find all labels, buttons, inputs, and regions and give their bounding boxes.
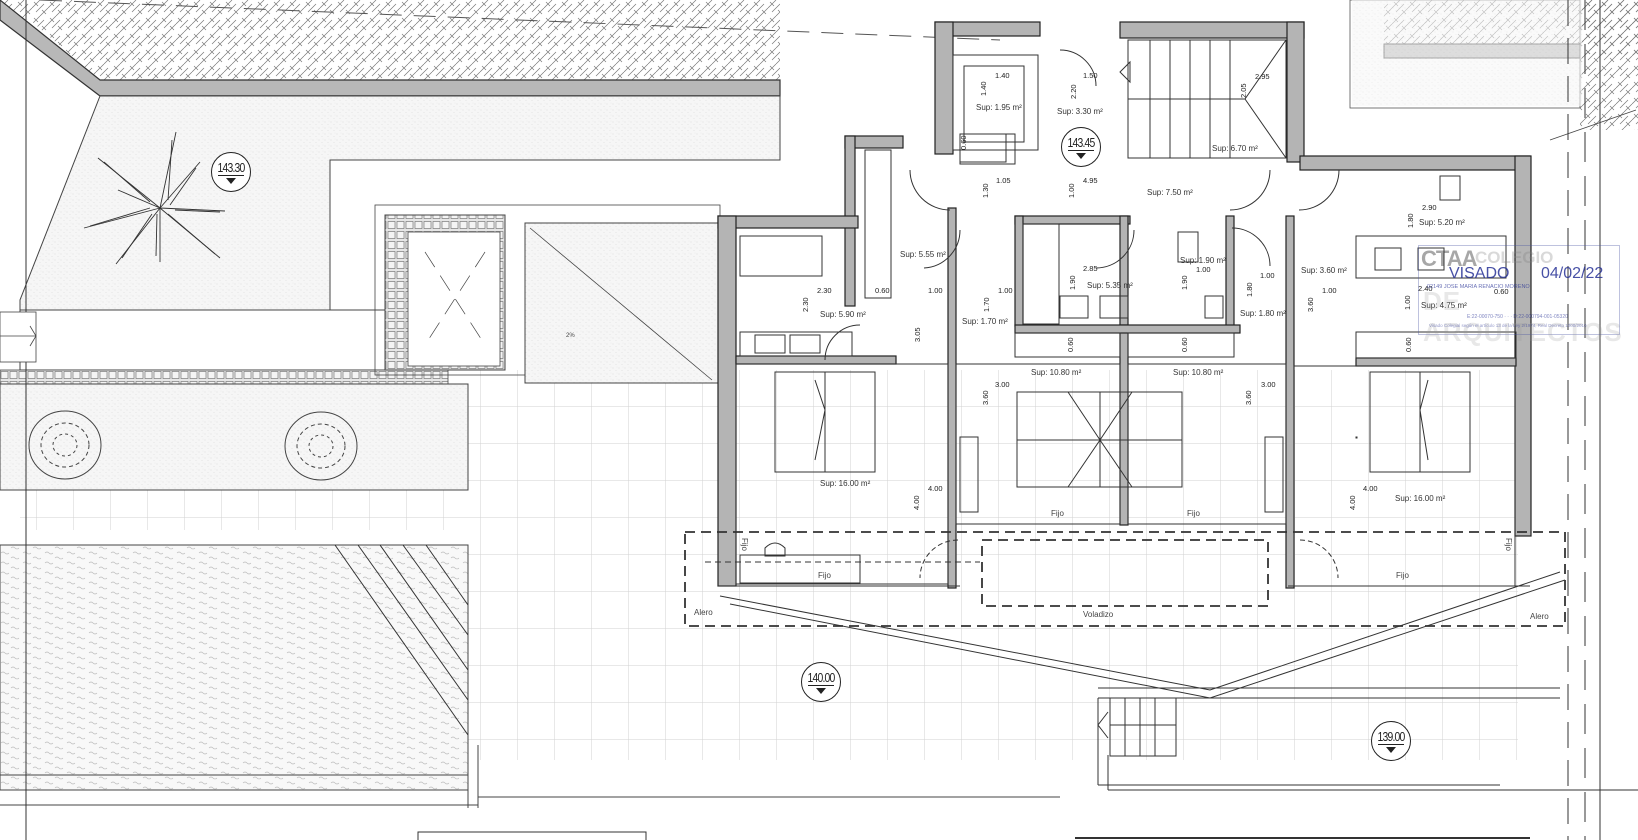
dim-height: 2.30 [801,297,810,312]
room-area-wc-center: Sup: 1.90 m² [1180,256,1226,265]
room-area-corridor-mid: Sup: 1.70 m² [962,317,1008,326]
dim-height: 4.00 [1348,495,1357,510]
dim-height: 3.60 [1244,390,1253,405]
dim-width: 1.00 [998,286,1013,295]
room-area-closet-left: Sup: 5.55 m² [900,250,946,259]
note-fijo: Fijo [1187,509,1200,518]
dim-closet: 0.60 [959,135,968,150]
stamp-logo: CTAA [1421,246,1477,271]
dim-height: 1.90 [1068,275,1077,290]
note-fijo: Fijo [1396,571,1409,580]
stamp-legal: Visado Colegial según el artículo 13 de … [1429,323,1587,328]
note-fijo: Fijo [1504,538,1513,551]
stamp-ghost-text: DE ARQUITECTOS [1423,286,1623,347]
room-area-landing: Sup: 7.50 m² [1147,188,1193,197]
dim-width: 2.95 [1255,72,1270,81]
dim-height: 1.00 [1403,295,1412,310]
room-area-hall-right: Sup: 3.60 m² [1301,266,1347,275]
dim-width: 1.00 [1322,286,1337,295]
level-marker: 143.30 [211,152,251,192]
stamp-ref: E:22-00070-750 · · · D:22-000794-001-053… [1467,314,1568,320]
hatched-area-top-left [0,0,780,80]
dim-width: 3.00 [995,380,1010,389]
dim-height: 1.90 [1180,275,1189,290]
dim-width: 2.40 [1418,284,1433,293]
dim-width: 2.90 [1422,203,1437,212]
dim-width: 4.00 [1363,484,1378,493]
dim-width: 2.85 [1083,264,1098,273]
stamp-date: 04/02/22 [1541,265,1604,282]
dim-width: 1.00 [1260,271,1275,280]
visado-stamp: CTAA COLEGIO DE ARQUITECTOS VISADO 04/02… [1418,245,1622,347]
stamp-architect: 02149 JOSE MARIA RENACIO MORENO [1427,284,1530,290]
room-area-entry-hall: Sup: 3.30 m² [1057,107,1103,116]
room-area-dressing-right: Sup: 4.75 m² [1421,301,1467,310]
dim-width: 1.50 [1083,71,1098,80]
dim-height: 1.40 [979,81,988,96]
dim-width: 4.00 [928,484,943,493]
house-walls [717,21,1532,589]
dim-height: 3.60 [1306,297,1315,312]
terrace-tiles [448,370,1518,760]
dim-width: 3.00 [1261,380,1276,389]
dim-height: 1.00 [1067,183,1076,198]
dim-height: 2.20 [1069,84,1078,99]
dim-width: 4.95 [1083,176,1098,185]
note-voladizo: Voladizo [1083,610,1114,619]
note-alero: Alero [1530,612,1549,621]
dim-width: 2.30 [817,286,832,295]
note-fijo: Fijo [1051,509,1064,518]
dim-width: 1.40 [995,71,1010,80]
dim-width: 1.00 [1196,265,1211,274]
dim-height: 2.05 [1239,83,1248,98]
stamp-college: COLEGIO [1475,248,1554,267]
note-alero: Alero [694,608,713,617]
dim-height: 1.30 [981,183,990,198]
room-area-elevator: Sup: 1.95 m² [976,103,1022,112]
room-area-bedroom-center-right: Sup: 10.80 m² [1173,368,1224,377]
room-area-bedroom-center-left: Sup: 10.80 m² [1031,368,1082,377]
level-marker: 143.45 [1061,127,1101,167]
dim-height: 3.60 [981,390,990,405]
room-area-bedroom-left: Sup: 16.00 m² [820,479,871,488]
palm-plant-symbol [83,131,226,265]
dim-width: 1.00 [928,286,943,295]
dim-closet: 0.60 [1404,337,1413,352]
dim-height: 4.00 [912,495,921,510]
dim-height: 1.80 [1245,282,1254,297]
dim-width: 0.60 [875,286,890,295]
dim-height: 3.05 [913,327,922,342]
level-marker: 139.00 [1371,721,1411,761]
note-fijo: Fijo [818,571,831,580]
stamp-visado: VISADO [1449,265,1510,282]
dim-height: 1.70 [982,297,991,312]
shrub-symbol [28,410,358,481]
room-area-bedroom-right: Sup: 16.00 m² [1395,494,1446,503]
level-marker: 140.00 [801,662,841,702]
room-area-stair: Sup: 6.70 m² [1212,144,1258,153]
room-area-bath-left: Sup: 5.90 m² [820,310,866,319]
dim-closet: 0.60 [1066,337,1075,352]
room-area-corridor-right: Sup: 1.80 m² [1240,309,1286,318]
dim-width: 1.05 [996,176,1011,185]
room-area-bath-center: Sup: 5.35 m² [1087,281,1133,290]
note-fijo: Fijo [740,538,749,551]
note-slope: 2% [566,333,575,339]
room-area-bath-right: Sup: 5.20 m² [1419,218,1465,227]
dim-height: 1.80 [1406,213,1415,228]
dim-width: 0.60 [1494,287,1509,296]
dim-closet: 0.60 [1180,337,1189,352]
